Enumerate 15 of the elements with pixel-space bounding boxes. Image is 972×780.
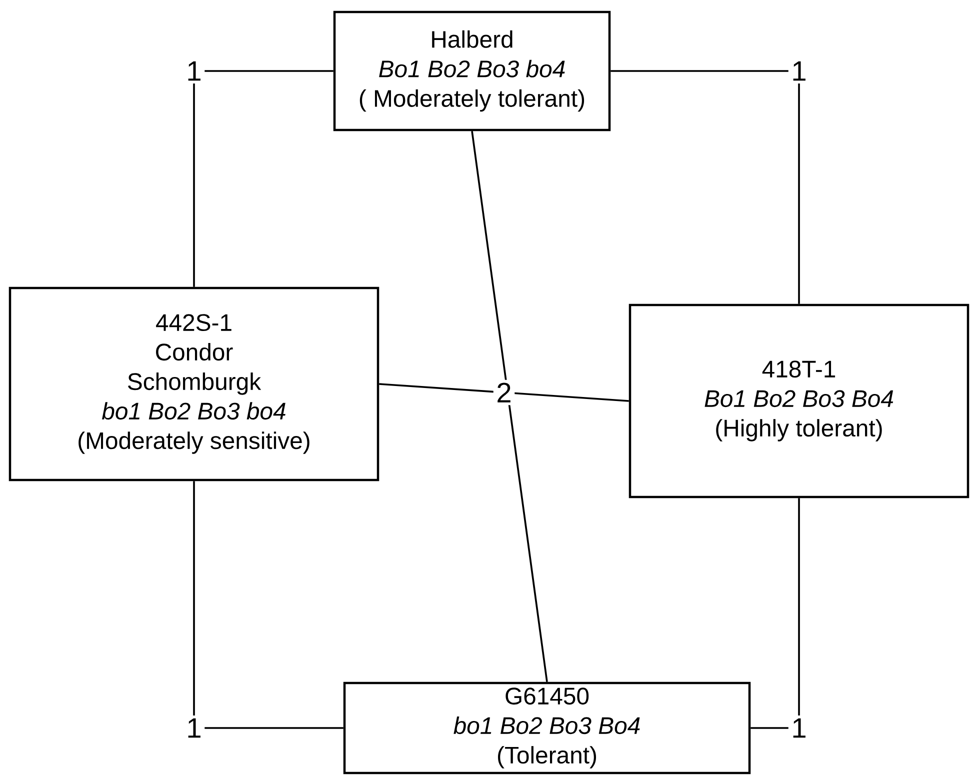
connecting-line bbox=[610, 70, 800, 304]
edge-label: 1 bbox=[788, 58, 810, 84]
connecting-line bbox=[193, 70, 334, 287]
edge-label: 2 bbox=[493, 380, 515, 406]
genotype-box: 442S-1 Condor Schomburgk bo1 Bo2 Bo3 bo4 (Moderately sensitive) bbox=[8, 286, 380, 482]
connecting-line bbox=[471, 131, 548, 682]
edge-label: 1 bbox=[788, 716, 810, 740]
edge-label: 1 bbox=[183, 716, 205, 740]
genotype-box: G61450 bo1 Bo2 Bo3 Bo4 (Tolerant) bbox=[343, 682, 751, 774]
edge-label: 1 bbox=[183, 58, 205, 84]
genotype-box: 418T-1 Bo1 Bo2 Bo3 Bo4 (Highly tolerant) bbox=[628, 304, 970, 498]
connecting-line bbox=[193, 481, 344, 729]
connecting-line bbox=[379, 383, 629, 402]
connecting-line bbox=[750, 498, 800, 729]
genotype-box: Halberd Bo1 Bo2 Bo3 bo4 ( Moderately tolerant) bbox=[333, 10, 611, 132]
